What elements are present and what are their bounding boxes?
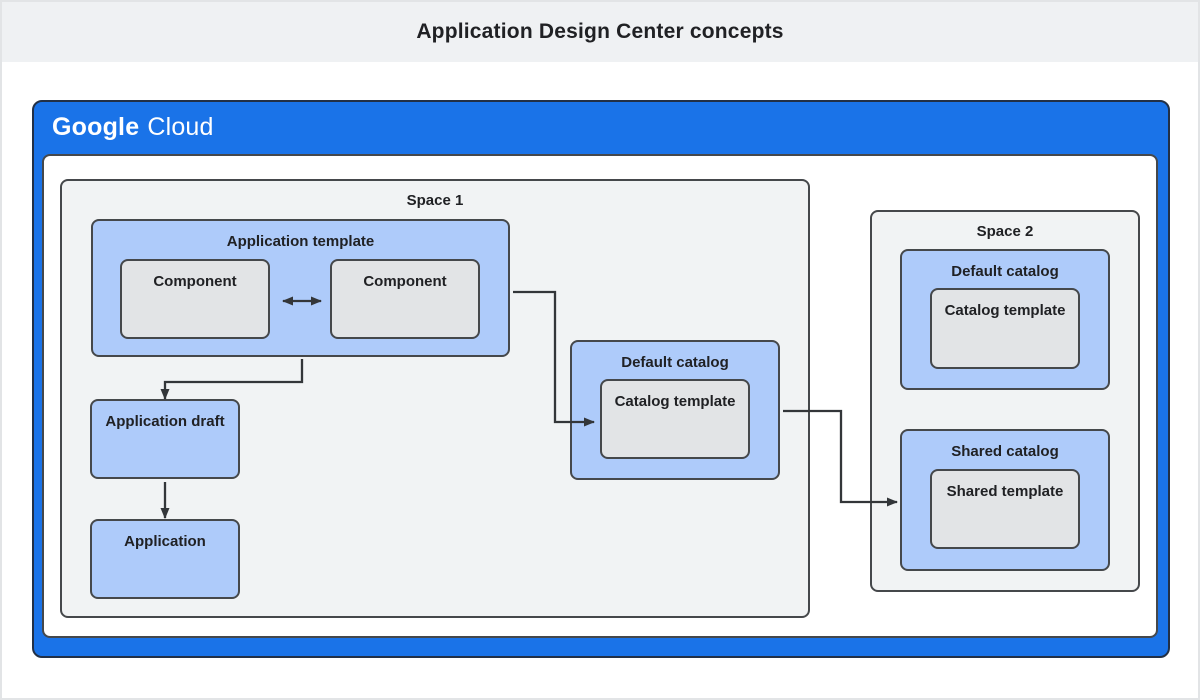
space1-default-catalog-box: Default catalog Catalog template <box>570 340 780 480</box>
page-header: Application Design Center concepts <box>2 2 1198 62</box>
component-left-box: Component <box>120 259 270 339</box>
application-draft-label: Application draft <box>105 413 225 430</box>
space1-default-catalog-label: Default catalog <box>621 354 729 371</box>
component-right-label: Component <box>363 273 447 290</box>
space1-catalog-template-label: Catalog template <box>614 393 736 410</box>
logo-google-text: Google <box>52 113 140 141</box>
application-template-label: Application template <box>226 233 375 250</box>
space2-catalog-template-label: Catalog template <box>944 302 1066 319</box>
cloud-inner-panel: Space 1 Application template Component C… <box>42 154 1158 638</box>
google-cloud-container: Google Cloud Space 1 Application templat… <box>32 100 1170 658</box>
logo-cloud-text: Cloud <box>147 113 214 141</box>
space-2-container: Space 2 Default catalog Catalog template… <box>870 210 1140 592</box>
space2-default-catalog-box: Default catalog Catalog template <box>900 249 1110 390</box>
application-draft-box: Application draft <box>90 399 240 479</box>
shared-template-label: Shared template <box>946 483 1064 500</box>
space-1-container: Space 1 Application template Component C… <box>60 179 810 618</box>
component-right-box: Component <box>330 259 480 339</box>
shared-catalog-label: Shared catalog <box>951 443 1059 460</box>
application-box: Application <box>90 519 240 599</box>
application-template-box: Application template Component Component <box>91 219 510 357</box>
space-1-label: Space 1 <box>406 192 464 209</box>
space1-catalog-template-box: Catalog template <box>600 379 750 459</box>
google-cloud-logo: Google Cloud <box>52 113 214 142</box>
space2-default-catalog-label: Default catalog <box>951 263 1059 280</box>
shared-template-box: Shared template <box>930 469 1080 549</box>
space-2-label: Space 2 <box>976 223 1034 240</box>
shared-catalog-box: Shared catalog Shared template <box>900 429 1110 571</box>
component-left-label: Component <box>153 273 237 290</box>
page-title: Application Design Center concepts <box>416 20 784 43</box>
application-label: Application <box>124 533 206 550</box>
space2-catalog-template-box: Catalog template <box>930 288 1080 369</box>
